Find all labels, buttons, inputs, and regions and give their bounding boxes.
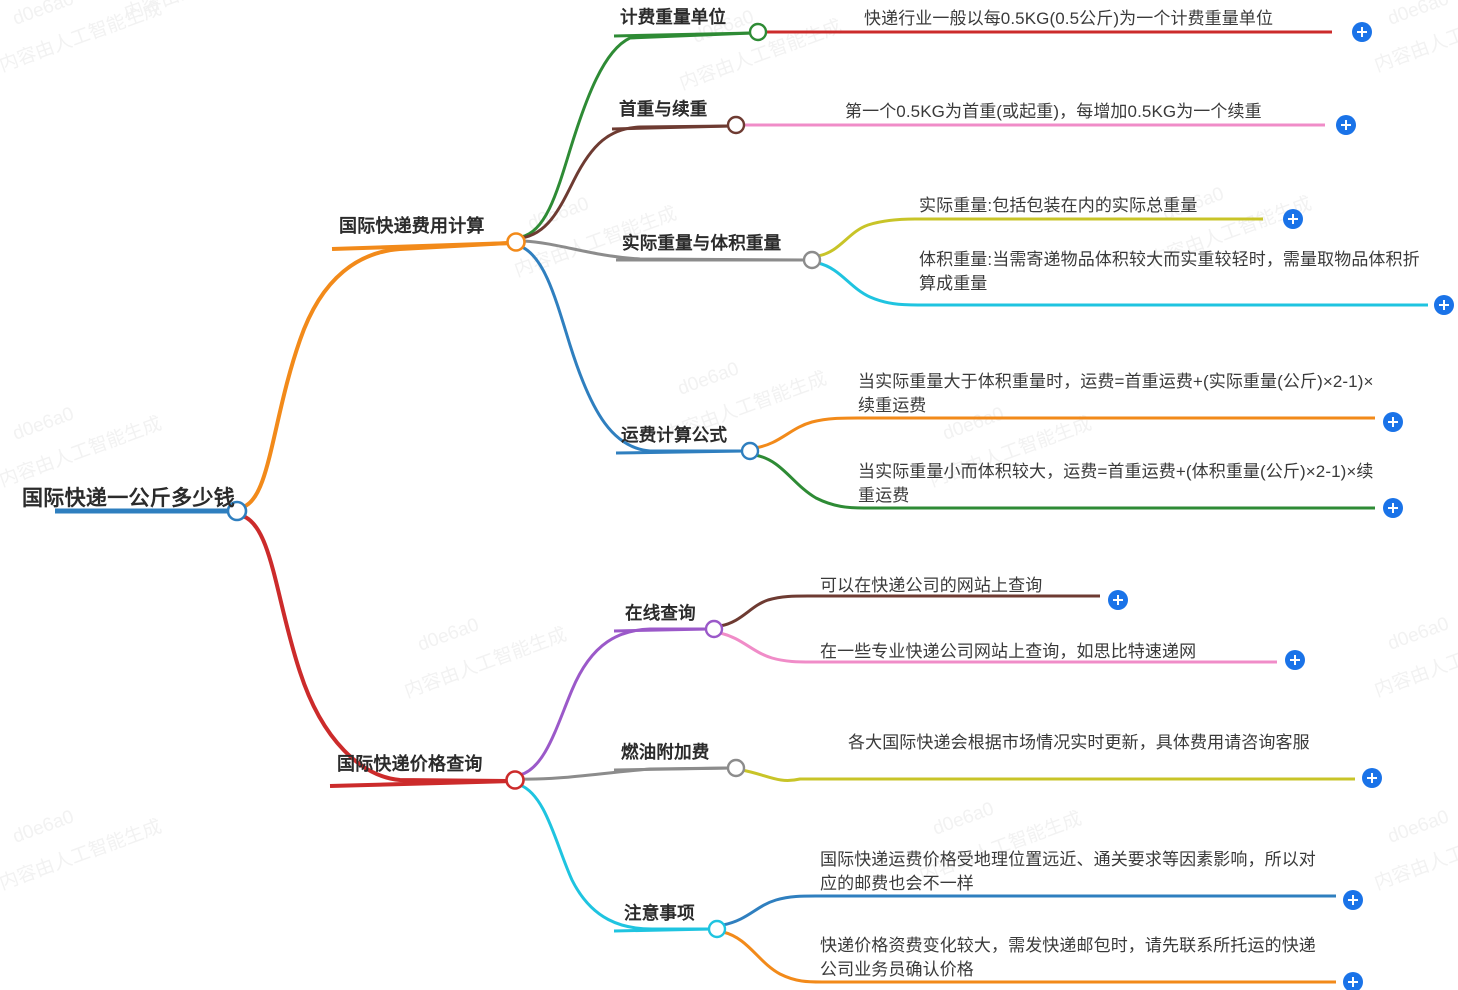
expand-plus-icon[interactable] (1108, 590, 1128, 610)
branch-1-underline (331, 241, 513, 251)
connector-b1-to-sub-1 (520, 31, 753, 239)
leaf-text[interactable]: 快递行业一般以每0.5KG(0.5公斤)为一个计费重量单位 (864, 9, 1274, 28)
branch-1-label[interactable]: 国际快递费用计算 (339, 216, 485, 236)
watermark-code: d0e6a0 (675, 358, 742, 400)
expand-plus-icon[interactable] (1285, 650, 1305, 670)
connector-sub6-leaf-1 (741, 768, 1355, 782)
expand-plus-icon[interactable] (1283, 209, 1303, 229)
watermark-code: d0e6a0 (525, 193, 592, 235)
expand-plus-icon[interactable] (1343, 972, 1363, 990)
connector-b1-to-sub-2 (520, 124, 731, 240)
sub-node-label-6[interactable]: 燃油附加费 (621, 742, 710, 762)
sub-node-label-5[interactable]: 在线查询 (625, 603, 696, 623)
expand-plus-icon[interactable] (1383, 412, 1403, 432)
watermark-notice: 内容由人工智能生成 (0, 816, 165, 895)
sub-7-node-circle (707, 919, 727, 939)
expand-plus-icon[interactable] (1336, 115, 1356, 135)
watermark-notice: 内容由人工智能生成 (0, 0, 165, 77)
sub-node-label-1[interactable]: 计费重量单位 (620, 7, 727, 27)
sub-node-label-7[interactable]: 注意事项 (624, 903, 695, 923)
sub-node-label-3[interactable]: 实际重量与体积重量 (622, 233, 782, 253)
watermark-code: d0e6a0 (10, 403, 77, 445)
branch-1-node-circle (506, 232, 526, 252)
watermark-code: d0e6a0 (10, 0, 77, 30)
sub-6-underline (613, 766, 732, 772)
connector-root-to-branch-2 (242, 514, 509, 783)
sub-7-underline (613, 927, 713, 933)
connector-root-to-branch-1 (242, 241, 510, 509)
sub-node-label-2[interactable]: 首重与续重 (619, 99, 708, 119)
expand-plus-icon[interactable] (1434, 295, 1454, 315)
sub-2-node-circle (726, 115, 746, 135)
leaf-text[interactable]: 在一些专业快递公司网站上查询，如思比特速递网 (820, 642, 1197, 661)
leaf-text[interactable]: 实际重量:包括包装在内的实际总重量 (919, 196, 1198, 215)
branch-2-node-circle (505, 770, 525, 790)
watermark-notice: 内容由人工智能生成 (1371, 0, 1458, 77)
leaf-text[interactable]: 快递价格资费变化较大，需发快递邮包时，请先联系所托运的快递公司业务员确认价格 (820, 936, 1316, 980)
sub-5-node-circle (704, 619, 724, 639)
sub-1-node-circle (748, 22, 768, 42)
connector-b2-to-sub-6 (520, 766, 731, 781)
sub-4-underline (615, 449, 746, 455)
leaf-text[interactable]: 第一个0.5KG为首重(或起重)，每增加0.5KG为一个续重 (845, 102, 1262, 121)
leaf-text[interactable]: 体积重量:当需寄递物品体积较大而实重较轻时，需量取物品体积折算成重量 (919, 250, 1420, 294)
watermark-code: d0e6a0 (1385, 613, 1452, 655)
sub-2-underline (611, 124, 732, 131)
expand-plus-icon[interactable] (1383, 498, 1403, 518)
watermark-notice: 内容由人工智能生成 (401, 624, 570, 703)
leaf-text[interactable]: 国际快递运费价格受地理位置远近、通关要求等因素影响，所以对应的邮费也会不一样 (820, 850, 1316, 894)
expand-plus-icon[interactable] (1343, 890, 1363, 910)
watermark-code: d0e6a0 (10, 806, 77, 848)
sub-3-node-circle (802, 250, 822, 270)
branch-2-underline (329, 779, 513, 788)
watermark-code: d0e6a0 (415, 614, 482, 656)
sub-4-node-circle (740, 441, 760, 461)
watermark-code: d0e6a0 (1385, 806, 1452, 848)
leaf-text[interactable]: 各大国际快递会根据市场情况实时更新，具体费用请咨询客服 (848, 733, 1310, 752)
root-node-label[interactable]: 国际快递一公斤多少钱 (22, 487, 235, 510)
sub-6-node-circle (726, 758, 746, 778)
watermark-notice: 内容由人工智能生成 (1371, 623, 1458, 702)
watermark-code: d0e6a0 (930, 798, 997, 840)
sub-1-underline (613, 31, 754, 38)
connector-sub4-leaf-1 (754, 416, 1375, 450)
leaf-text[interactable]: 可以在快递公司的网站上查询 (820, 576, 1043, 595)
watermark-code: d0e6a0 (1385, 0, 1452, 30)
connector-sub7-leaf-1 (722, 894, 1336, 927)
leaf-text[interactable]: 当实际重量小而体积较大，运费=首重运费+(体积重量(公斤)×2-1)×续重运费 (858, 462, 1374, 506)
branch-2-label[interactable]: 国际快递价格查询 (337, 754, 483, 774)
watermark-code: 内容由人工智能生成 (120, 0, 290, 25)
watermark-notice: 内容由人工智能生成 (1371, 816, 1458, 895)
watermark-notice: 内容由人工智能生成 (0, 413, 165, 492)
expand-plus-icon[interactable] (1352, 22, 1372, 42)
sub-5-underline (613, 627, 710, 633)
connector-sub5-leaf-1 (719, 594, 1100, 628)
sub-node-label-4[interactable]: 运费计算公式 (621, 425, 728, 445)
expand-plus-icon[interactable] (1362, 768, 1382, 788)
connector-b1-to-sub-4 (521, 245, 744, 453)
leaf-text[interactable]: 当实际重量大于体积重量时，运费=首重运费+(实际重量(公斤)×2-1)×续重运费 (858, 372, 1374, 416)
